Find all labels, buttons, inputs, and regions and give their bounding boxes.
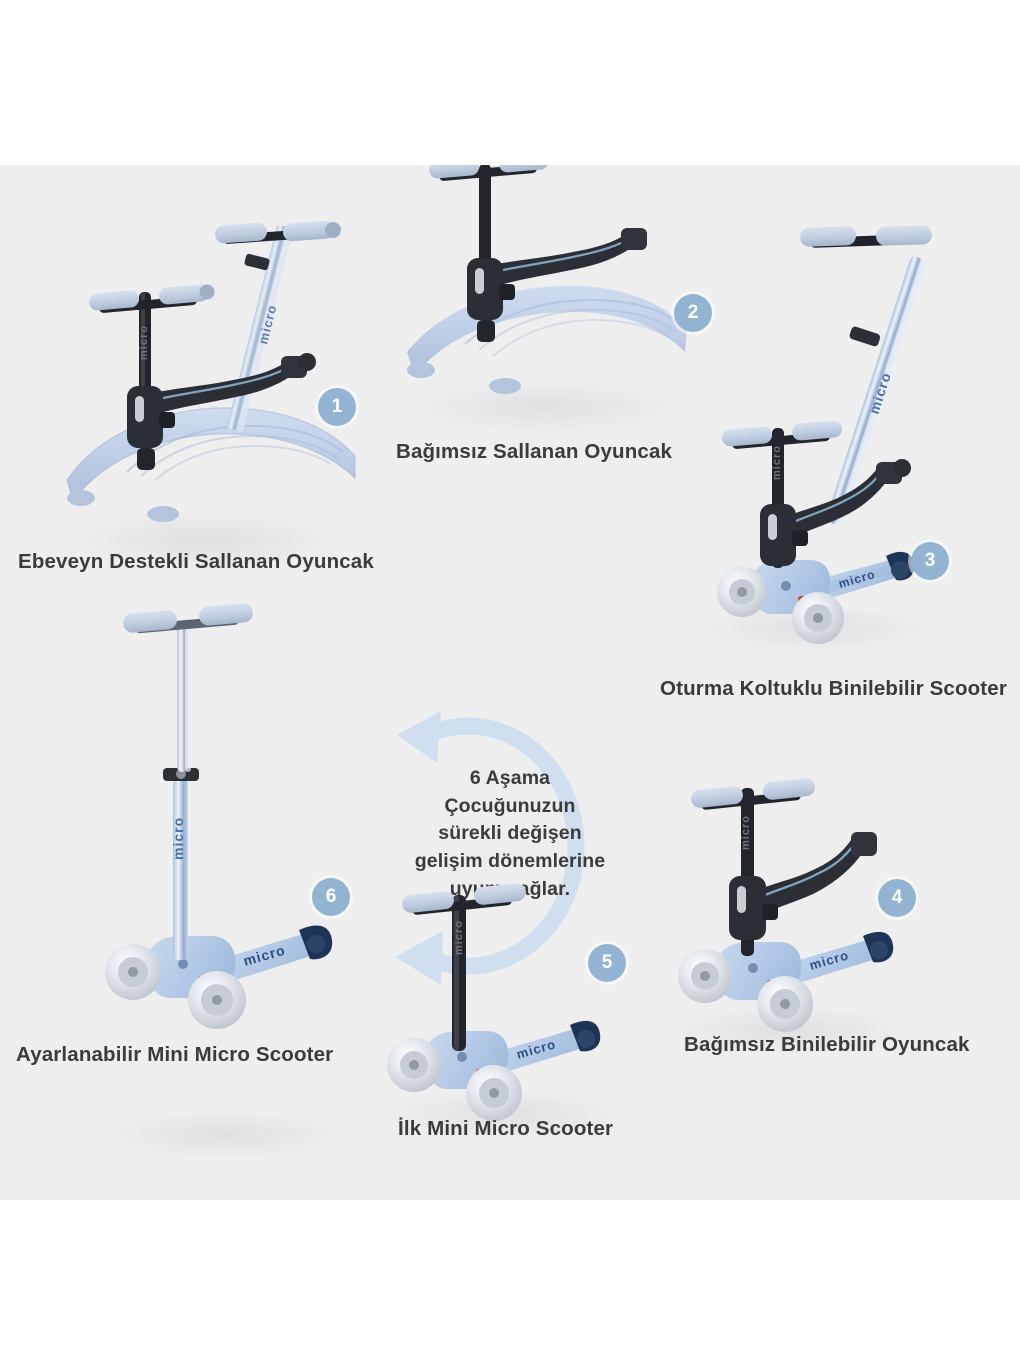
svg-text:micro: micro	[771, 445, 783, 480]
svg-text:micro: micro	[453, 920, 465, 955]
product-image-step-6: micro micro	[95, 600, 385, 1030]
product-image-step-4: micro micro	[655, 770, 945, 1040]
step-number: 2	[687, 302, 699, 323]
center-message-line: Çocuğunuzun	[444, 794, 576, 817]
step-caption-6: Ayarlanabilir Mini Micro Scooter	[16, 1043, 334, 1066]
product-shadow	[95, 1110, 355, 1160]
center-message-line: gelişim dönemlerine	[414, 850, 606, 873]
step-badge-1: 1	[318, 388, 356, 426]
step-badge-4: 4	[878, 879, 916, 917]
svg-text:micro: micro	[138, 325, 150, 360]
center-message-line: 6 Aşama	[469, 767, 551, 789]
step-caption-4: Bağımsız Binilebilir Oyuncak	[684, 1033, 970, 1056]
center-message-line: sürekli değişen	[438, 822, 582, 845]
step-number: 6	[325, 886, 337, 907]
step-badge-5: 5	[588, 944, 626, 982]
step-badge-6: 6	[312, 878, 350, 916]
step-badge-3: 3	[911, 542, 949, 580]
product-image-step-1: micro micro	[55, 180, 375, 560]
step-number: 4	[891, 887, 903, 908]
svg-text:micro: micro	[740, 815, 752, 850]
svg-text:micro: micro	[170, 817, 186, 860]
product-image-step-2	[395, 165, 695, 410]
step-caption-2: Bağımsız Sallanan Oyuncak	[396, 440, 673, 463]
step-caption-3: Oturma Koltuklu Binilebilir Scooter	[660, 677, 1007, 700]
product-image-step-5: micro micro	[378, 855, 658, 1125]
infographic-panel: 6 Aşama Çocuğunuzun sürekli değişen geli…	[0, 165, 1020, 1200]
product-image-step-3: micro micro	[690, 225, 980, 650]
step-number: 3	[924, 550, 936, 571]
step-caption-1: Ebeveyn Destekli Sallanan Oyuncak	[18, 550, 374, 573]
step-number: 5	[601, 952, 613, 973]
step-number: 1	[331, 396, 343, 417]
step-caption-5: İlk Mini Micro Scooter	[398, 1117, 614, 1140]
step-badge-2: 2	[674, 294, 712, 332]
